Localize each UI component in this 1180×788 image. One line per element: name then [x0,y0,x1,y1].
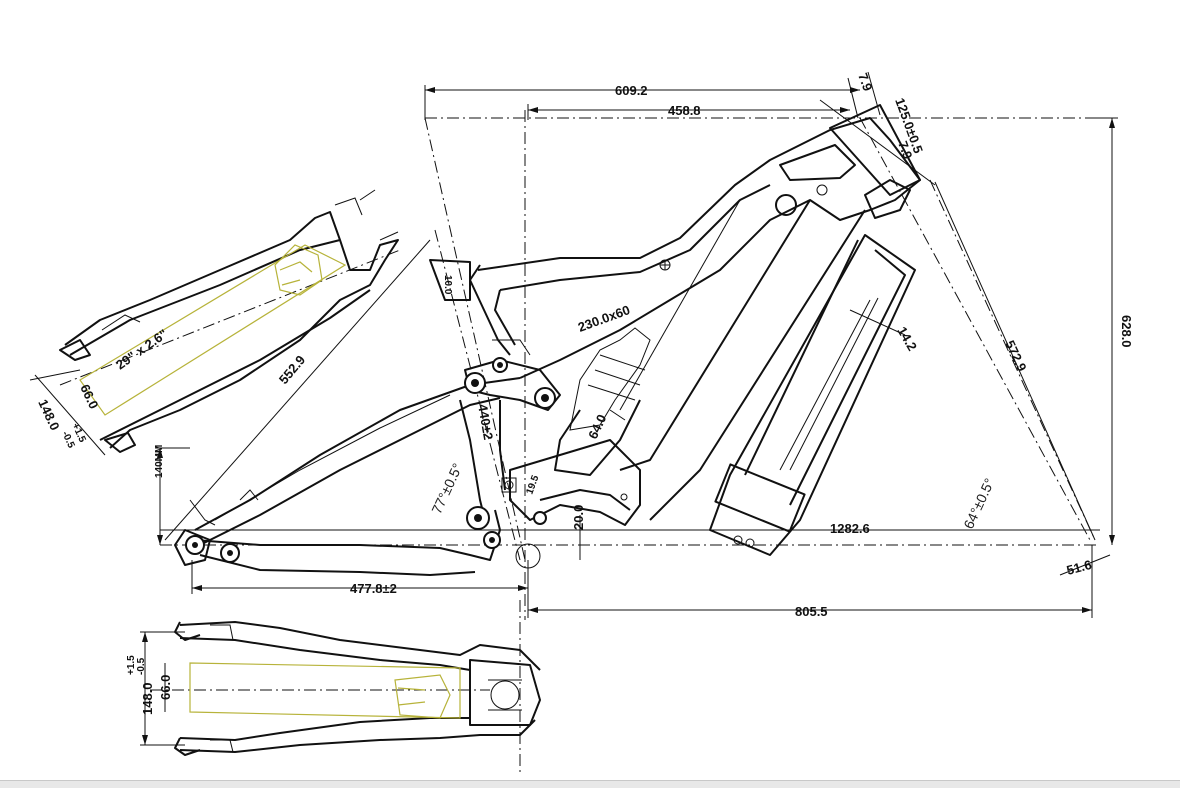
rear-triangle-plan-view [174,621,541,756]
label-head-angle: 64°±0.5° [960,476,997,532]
label-wheelbase: 1282.6 [830,521,870,536]
label-stack: 628.0 [1119,315,1134,348]
bottom-bar [0,780,1180,788]
label-rear-inner: 66.0 [77,382,101,411]
label-bottom-rear-width: 148.0 [140,682,155,715]
label-head-offset-b: 7.9 [895,139,915,161]
rear-triangle-top-view [59,189,399,453]
construction-lines [59,110,1110,775]
label-top-length: 609.2 [615,83,648,98]
label-seat-stay: 552.9 [276,352,308,387]
label-tire-spec: 29" x 2.6" [113,326,170,372]
label-bb-drop-small: 19.5 [524,474,541,496]
label-battery-offset: 14.2 [894,324,920,353]
water-bottle [554,327,651,476]
label-bottom-rear-tol-bottom: -0.5 [136,657,147,675]
arrows [142,87,1115,745]
dimension-labels: 609.2 458.8 7.9 125.0±0.5 7.9 628.0 572.… [35,71,1134,715]
label-bottom-rear-inner: 66.0 [158,675,173,700]
label-head-offset-a: 7.9 [855,71,875,93]
main-frame [469,104,921,526]
label-seat-tube: 440±2 [475,403,496,441]
label-bb-drop: 20.0 [571,505,586,530]
label-stem-line: 572.9 [1002,338,1029,374]
label-bottom-rear-tol-top: +1.5 [126,655,137,675]
label-clearance-small: 10.0 [442,275,453,295]
label-shock-length: 230.0x60 [576,302,632,335]
rear-triangle [174,259,561,576]
label-chainstay: 477.8±2 [350,581,397,596]
pivots [185,259,671,569]
battery [709,234,916,556]
label-reach-top: 458.8 [668,103,701,118]
label-front-center: 805.5 [795,604,828,619]
dimension-lines [29,71,1118,746]
label-dropout-height: 140MM [154,445,165,478]
label-fork-offset: 51.6 [1065,557,1093,578]
label-seat-angle: 77°±0.5° [428,461,465,517]
label-bottle-size: 64.0 [585,412,609,441]
